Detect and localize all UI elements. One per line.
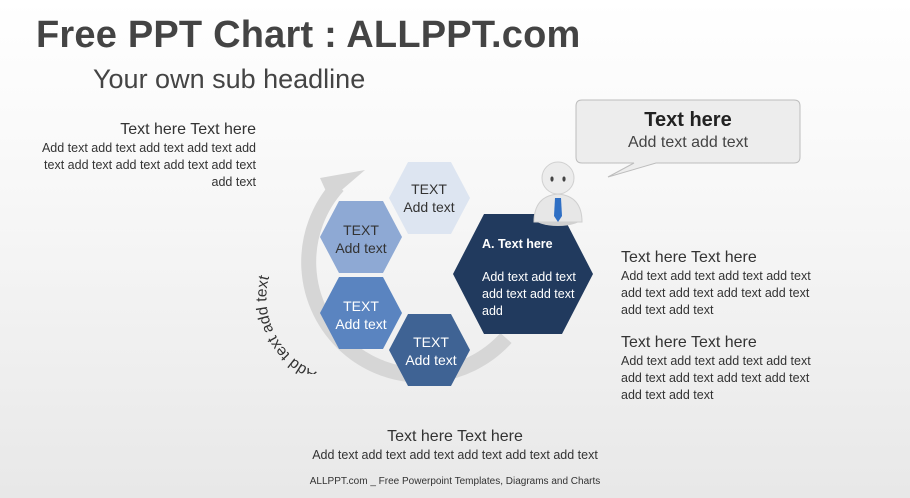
hexagon-1: [389, 162, 470, 234]
right-block-1-body: Add text add text add text add text add …: [621, 269, 811, 317]
hexagon-1-title: TEXT: [411, 181, 447, 197]
hexagon-4-label: TEXT Add text: [391, 333, 471, 369]
hexagon-2-label: TEXT Add text: [321, 221, 401, 257]
hexagon-4-body: Add text: [405, 352, 457, 368]
right-block-1-heading: Text here Text here: [621, 249, 757, 266]
hexagon-2-title: TEXT: [343, 222, 379, 238]
right-text-block-1: Text here Text here Add text add text ad…: [621, 248, 831, 319]
arc-label: Add text add text: [253, 273, 318, 374]
page-subtitle: Your own sub headline: [93, 64, 366, 94]
speech-callout: Text here Add text add text: [575, 99, 801, 180]
hexagon-1-body: Add text: [403, 199, 455, 215]
bottom-text-block: Text here Text here Add text add text ad…: [280, 427, 630, 464]
left-text-block: Text here Text here Add text add text ad…: [40, 120, 256, 191]
big-hexagon-label: A. Text here Add text add text add text …: [482, 236, 582, 320]
right-block-2-heading: Text here Text here: [621, 334, 757, 351]
hexagon-1-label: TEXT Add text: [389, 180, 469, 216]
hexagon-3: [320, 277, 402, 349]
hexagon-3-body: Add text: [335, 316, 387, 332]
person-figure-icon: [533, 161, 583, 226]
big-hexagon-heading: A. Text here: [482, 237, 553, 251]
page-title: Free PPT Chart : ALLPPT.com: [36, 14, 581, 56]
right-block-2-body: Add text add text add text add text add …: [621, 354, 811, 402]
big-hexagon-body: Add text add text add text add text add: [482, 270, 576, 318]
footer-text: ALLPPT.com _ Free Powerpoint Templates, …: [309, 476, 601, 487]
hexagon-4: [389, 314, 470, 386]
cycle-arrowhead: [320, 170, 365, 200]
callout-heading: Text here: [644, 109, 732, 131]
hexagon-2: [320, 201, 402, 273]
bottom-block-body: Add text add text add text add text add …: [312, 448, 598, 462]
hexagon-2-body: Add text: [335, 240, 387, 256]
right-text-block-2: Text here Text here Add text add text ad…: [621, 333, 831, 404]
left-block-heading: Text here Text here: [120, 121, 256, 138]
hexagon-3-label: TEXT Add text: [321, 297, 401, 333]
left-block-body: Add text add text add text add text add …: [41, 141, 256, 189]
big-hexagon: [453, 214, 593, 334]
speech-bubble-shape: [575, 99, 801, 178]
bottom-block-heading: Text here Text here: [387, 428, 523, 445]
svg-text:Add text add text: Add text add text: [253, 273, 318, 374]
hexagon-3-title: TEXT: [343, 298, 379, 314]
hexagon-4-title: TEXT: [413, 334, 449, 350]
callout-body: Add text add text: [627, 134, 749, 151]
hexagon-cycle-diagram: [301, 162, 593, 386]
arc-label-text: Add text add text: [253, 273, 318, 374]
